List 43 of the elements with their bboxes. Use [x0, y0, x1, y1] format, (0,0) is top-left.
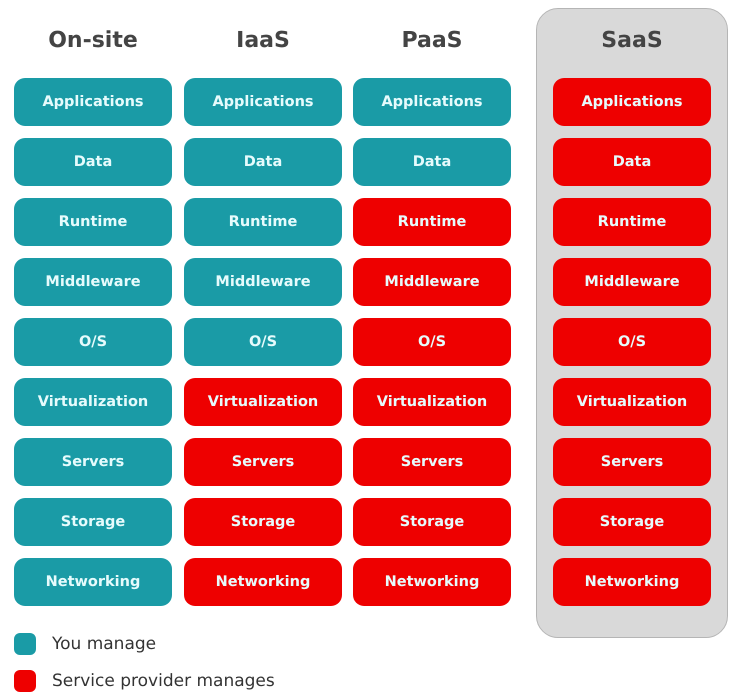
layer-box: O/S	[184, 318, 342, 366]
layer-box: O/S	[353, 318, 511, 366]
layer-box: Storage	[184, 498, 342, 546]
layer-box: Data	[353, 138, 511, 186]
layer-box: Storage	[553, 498, 711, 546]
layer-box: Applications	[14, 78, 172, 126]
layer-box: Data	[14, 138, 172, 186]
layer-box: Servers	[553, 438, 711, 486]
layer-box: Servers	[184, 438, 342, 486]
column-heading: IaaS	[236, 28, 290, 53]
legend-label: You manage	[52, 634, 156, 654]
layer-box: Middleware	[184, 258, 342, 306]
column-heading: On-site	[48, 28, 138, 53]
layer-box: Runtime	[14, 198, 172, 246]
layer-box: Virtualization	[14, 378, 172, 426]
layer-box: O/S	[14, 318, 172, 366]
layer-box: Storage	[14, 498, 172, 546]
legend-label: Service provider manages	[52, 671, 275, 691]
layer-box: Networking	[353, 558, 511, 606]
layer-box: Networking	[553, 558, 711, 606]
layer-box: Networking	[14, 558, 172, 606]
layer-box: Storage	[353, 498, 511, 546]
layer-box: Middleware	[553, 258, 711, 306]
layer-box: Data	[184, 138, 342, 186]
layer-box: Runtime	[184, 198, 342, 246]
column-heading: PaaS	[401, 28, 463, 53]
layer-box: Applications	[553, 78, 711, 126]
column-panel	[536, 8, 728, 638]
layer-box: Middleware	[14, 258, 172, 306]
layer-box: Runtime	[553, 198, 711, 246]
layer-box: Runtime	[353, 198, 511, 246]
layer-box: Applications	[353, 78, 511, 126]
layer-box: O/S	[553, 318, 711, 366]
layer-box: Applications	[184, 78, 342, 126]
layer-box: Servers	[353, 438, 511, 486]
column-heading: SaaS	[601, 28, 663, 53]
layer-box: Virtualization	[353, 378, 511, 426]
layer-box: Virtualization	[553, 378, 711, 426]
layer-box: Middleware	[353, 258, 511, 306]
layer-box: Networking	[184, 558, 342, 606]
layer-box: Virtualization	[184, 378, 342, 426]
layer-box: Data	[553, 138, 711, 186]
layer-box: Servers	[14, 438, 172, 486]
